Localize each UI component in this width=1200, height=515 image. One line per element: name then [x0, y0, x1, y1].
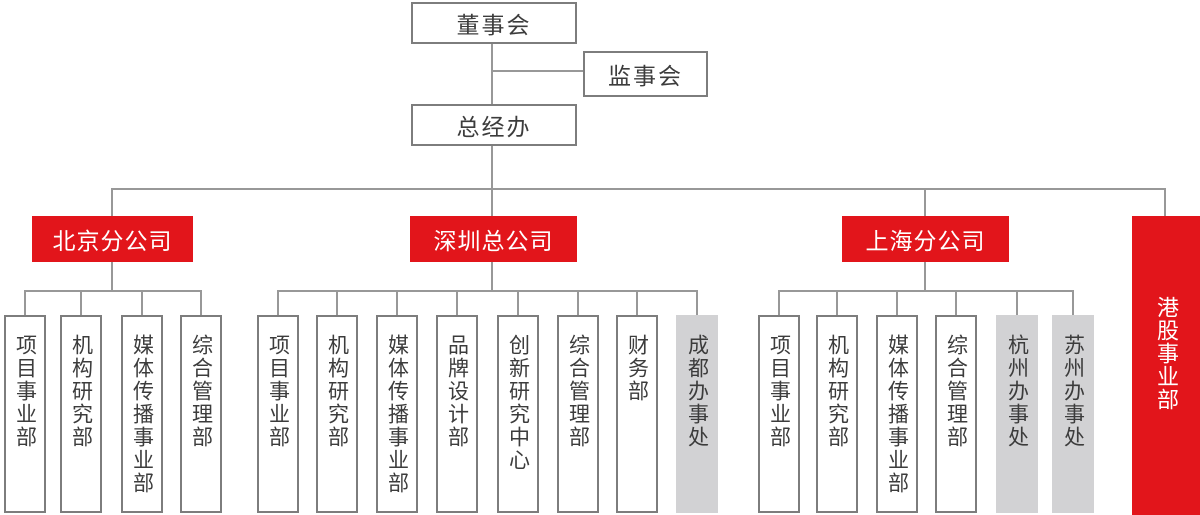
- connector-line: [24, 290, 202, 292]
- dept-shenzhen-media: 媒体传播事业部: [376, 315, 418, 513]
- dept-shenzhen-brand-design: 品牌设计部: [436, 315, 478, 513]
- dept-shenzhen-institution-research: 机构研究部: [316, 315, 358, 513]
- dept-beijing-general-management: 综合管理部: [180, 315, 222, 513]
- connector-line: [491, 44, 493, 104]
- dept-shanghai-project: 项目事业部: [758, 315, 800, 513]
- dept-label: 综合管理部: [566, 334, 590, 449]
- dept-label: 项目事业部: [266, 334, 290, 449]
- connector-line: [1072, 290, 1074, 315]
- dept-shanghai-general-management: 综合管理部: [935, 315, 977, 513]
- division-hk-stock-label: 港股事业部: [1154, 296, 1179, 411]
- dept-beijing-project: 项目事业部: [4, 315, 46, 513]
- dept-label: 品牌设计部: [445, 334, 469, 449]
- connector-line: [456, 290, 458, 315]
- office-chengdu: 成都办事处: [676, 315, 718, 513]
- division-hk-stock: 港股事业部: [1132, 216, 1200, 515]
- connector-line: [636, 290, 638, 315]
- connector-line: [1016, 290, 1018, 315]
- dept-label: 综合管理部: [944, 334, 968, 449]
- connector-line: [336, 290, 338, 315]
- connector-line: [1164, 188, 1166, 216]
- branch-beijing: 北京分公司: [32, 216, 193, 262]
- dept-shenzhen-finance: 财务部: [616, 315, 658, 513]
- dept-label: 创新研究中心: [506, 334, 530, 472]
- connector-line: [896, 290, 898, 315]
- node-gm-office: 总经办: [411, 104, 577, 146]
- connector-line: [200, 290, 202, 315]
- branch-shenzhen-label: 深圳总公司: [433, 228, 554, 254]
- node-board: 董事会: [411, 2, 577, 44]
- branch-shanghai: 上海分公司: [842, 216, 1009, 262]
- connector-line: [836, 290, 838, 315]
- connector-line: [955, 290, 957, 315]
- office-hangzhou: 杭州办事处: [996, 315, 1038, 513]
- connector-line: [517, 290, 519, 315]
- node-supervisory: 监事会: [583, 51, 708, 97]
- branch-beijing-label: 北京分公司: [52, 228, 173, 254]
- dept-label: 机构研究部: [69, 334, 93, 449]
- dept-shenzhen-general-management: 综合管理部: [557, 315, 599, 513]
- connector-line: [778, 290, 1074, 292]
- connector-line: [696, 290, 698, 315]
- dept-shenzhen-innovation-research: 创新研究中心: [497, 315, 539, 513]
- branch-shenzhen: 深圳总公司: [410, 216, 577, 262]
- office-suzhou: 苏州办事处: [1052, 315, 1094, 513]
- connector-line: [277, 290, 279, 315]
- connector-line: [111, 188, 113, 216]
- connector-line: [24, 290, 26, 315]
- dept-label: 财务部: [625, 334, 649, 403]
- connector-line: [491, 188, 493, 216]
- connector-line: [111, 262, 113, 292]
- connector-line: [924, 262, 926, 292]
- branch-shanghai-label: 上海分公司: [865, 228, 986, 254]
- connector-line: [111, 188, 1166, 190]
- connector-line: [492, 70, 583, 72]
- dept-label: 机构研究部: [825, 334, 849, 449]
- dept-shanghai-media: 媒体传播事业部: [876, 315, 918, 513]
- connector-line: [277, 290, 698, 292]
- dept-label: 项目事业部: [767, 334, 791, 449]
- dept-label: 媒体传播事业部: [885, 334, 909, 495]
- dept-label: 媒体传播事业部: [385, 334, 409, 495]
- dept-label: 项目事业部: [13, 334, 37, 449]
- connector-line: [491, 262, 493, 292]
- dept-beijing-media: 媒体传播事业部: [121, 315, 163, 513]
- node-supervisory-label: 监事会: [608, 63, 683, 89]
- connector-line: [778, 290, 780, 315]
- dept-shenzhen-project: 项目事业部: [257, 315, 299, 513]
- dept-beijing-institution-research: 机构研究部: [60, 315, 102, 513]
- office-label: 成都办事处: [685, 334, 709, 449]
- dept-label: 综合管理部: [189, 334, 213, 449]
- node-board-label: 董事会: [456, 12, 532, 38]
- office-label: 杭州办事处: [1005, 334, 1029, 449]
- connector-line: [577, 290, 579, 315]
- node-gm-office-label: 总经办: [456, 114, 532, 140]
- connector-line: [396, 290, 398, 315]
- dept-label: 媒体传播事业部: [130, 334, 154, 495]
- office-label: 苏州办事处: [1061, 334, 1085, 449]
- connector-line: [924, 188, 926, 216]
- connector-line: [80, 290, 82, 315]
- connector-line: [491, 146, 493, 190]
- dept-shanghai-institution-research: 机构研究部: [816, 315, 858, 513]
- dept-label: 机构研究部: [325, 334, 349, 449]
- connector-line: [141, 290, 143, 315]
